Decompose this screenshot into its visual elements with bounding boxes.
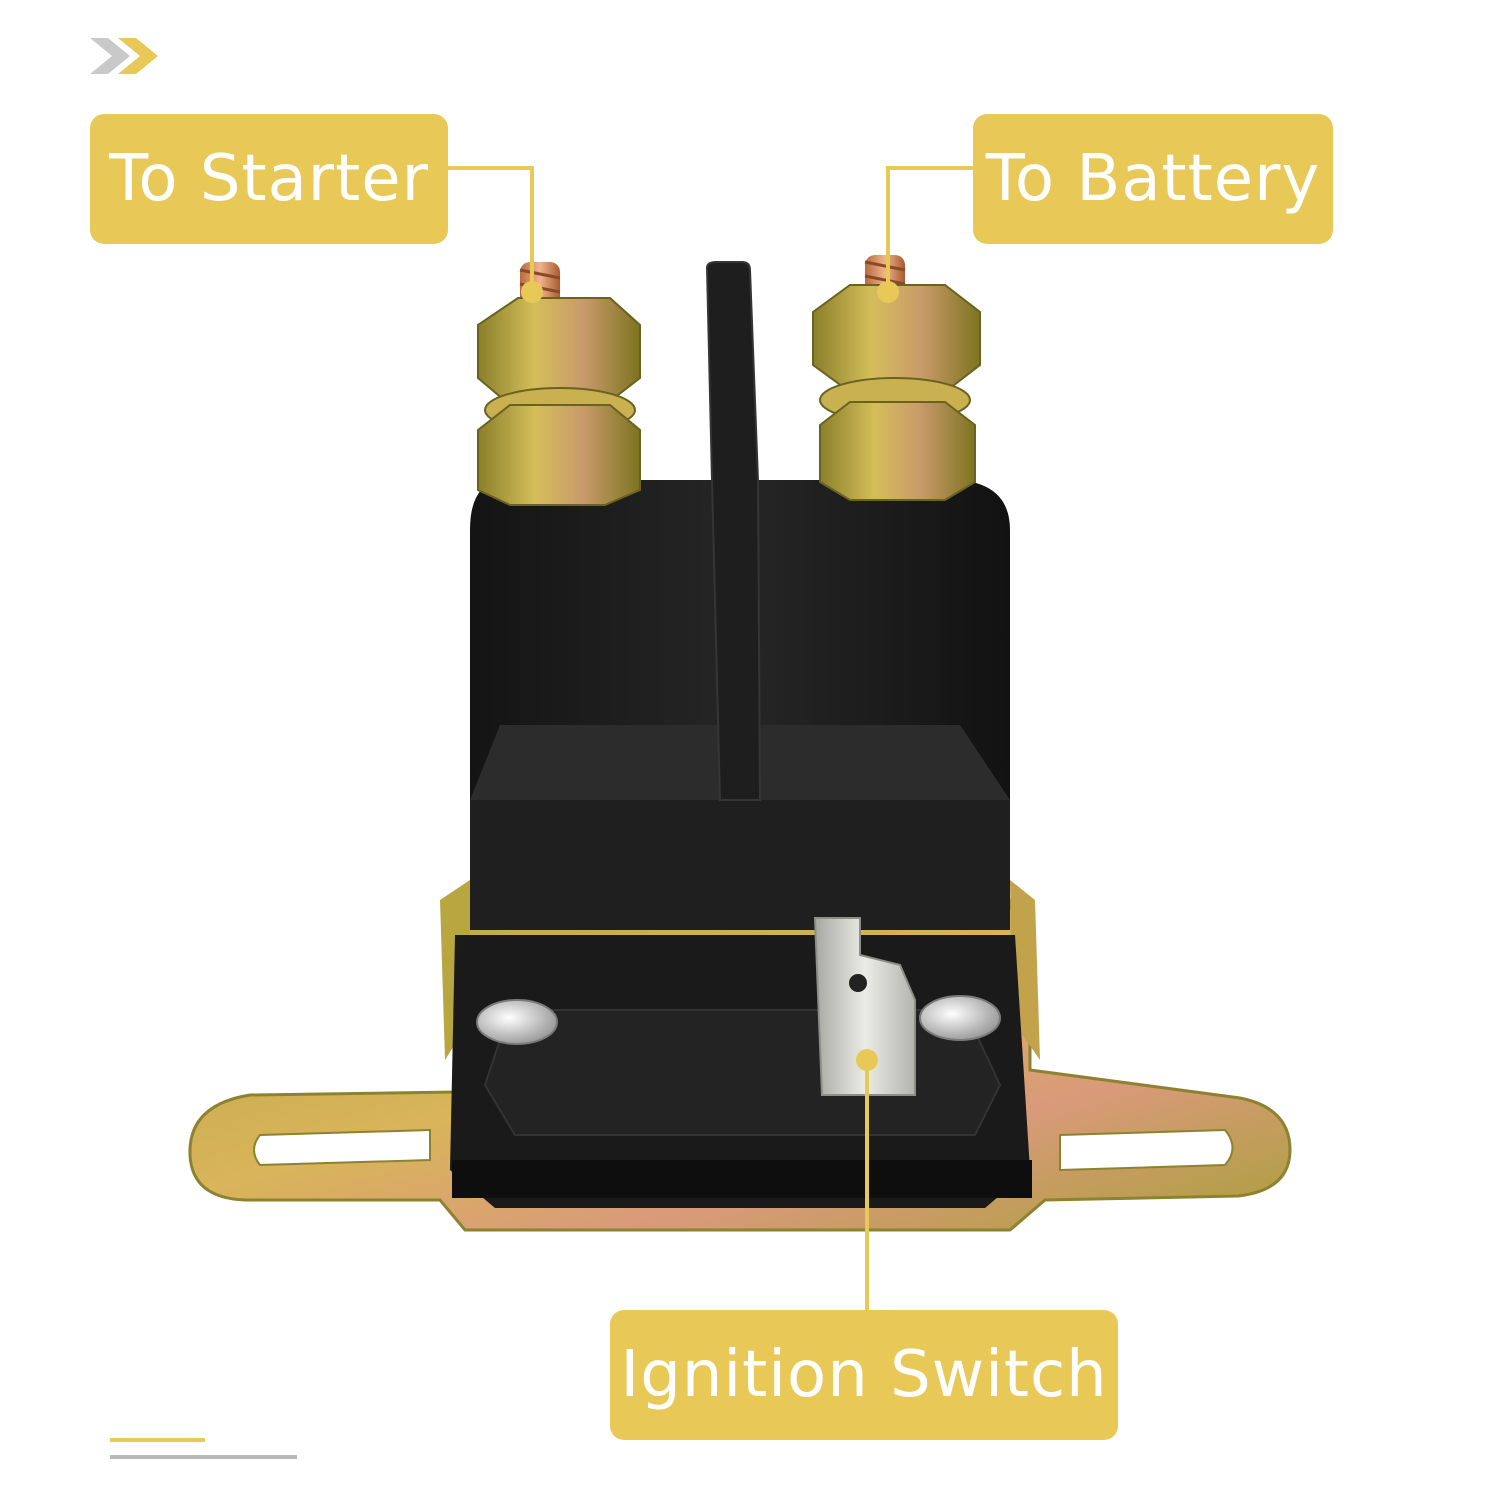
ignition-switch-label: Ignition Switch (610, 1310, 1118, 1440)
rivet-right (919, 995, 1001, 1041)
to-starter-label: To Starter (90, 114, 448, 244)
solenoid-housing (470, 261, 1010, 930)
to-battery-label: To Battery (973, 114, 1333, 244)
starter-terminal (477, 262, 641, 506)
ignition-callout-dot (856, 1049, 878, 1071)
double-chevron-right-icon (90, 38, 158, 74)
ignition-terminal (813, 917, 916, 1096)
rivet-left (476, 999, 558, 1045)
battery-callout-dot (877, 281, 899, 303)
gray-divider (110, 1455, 297, 1459)
solenoid-base (450, 935, 1032, 1208)
battery-terminal (812, 255, 981, 501)
starter-callout-dot (521, 281, 543, 303)
callout-lines (448, 166, 973, 1310)
accent-divider (110, 1438, 205, 1442)
